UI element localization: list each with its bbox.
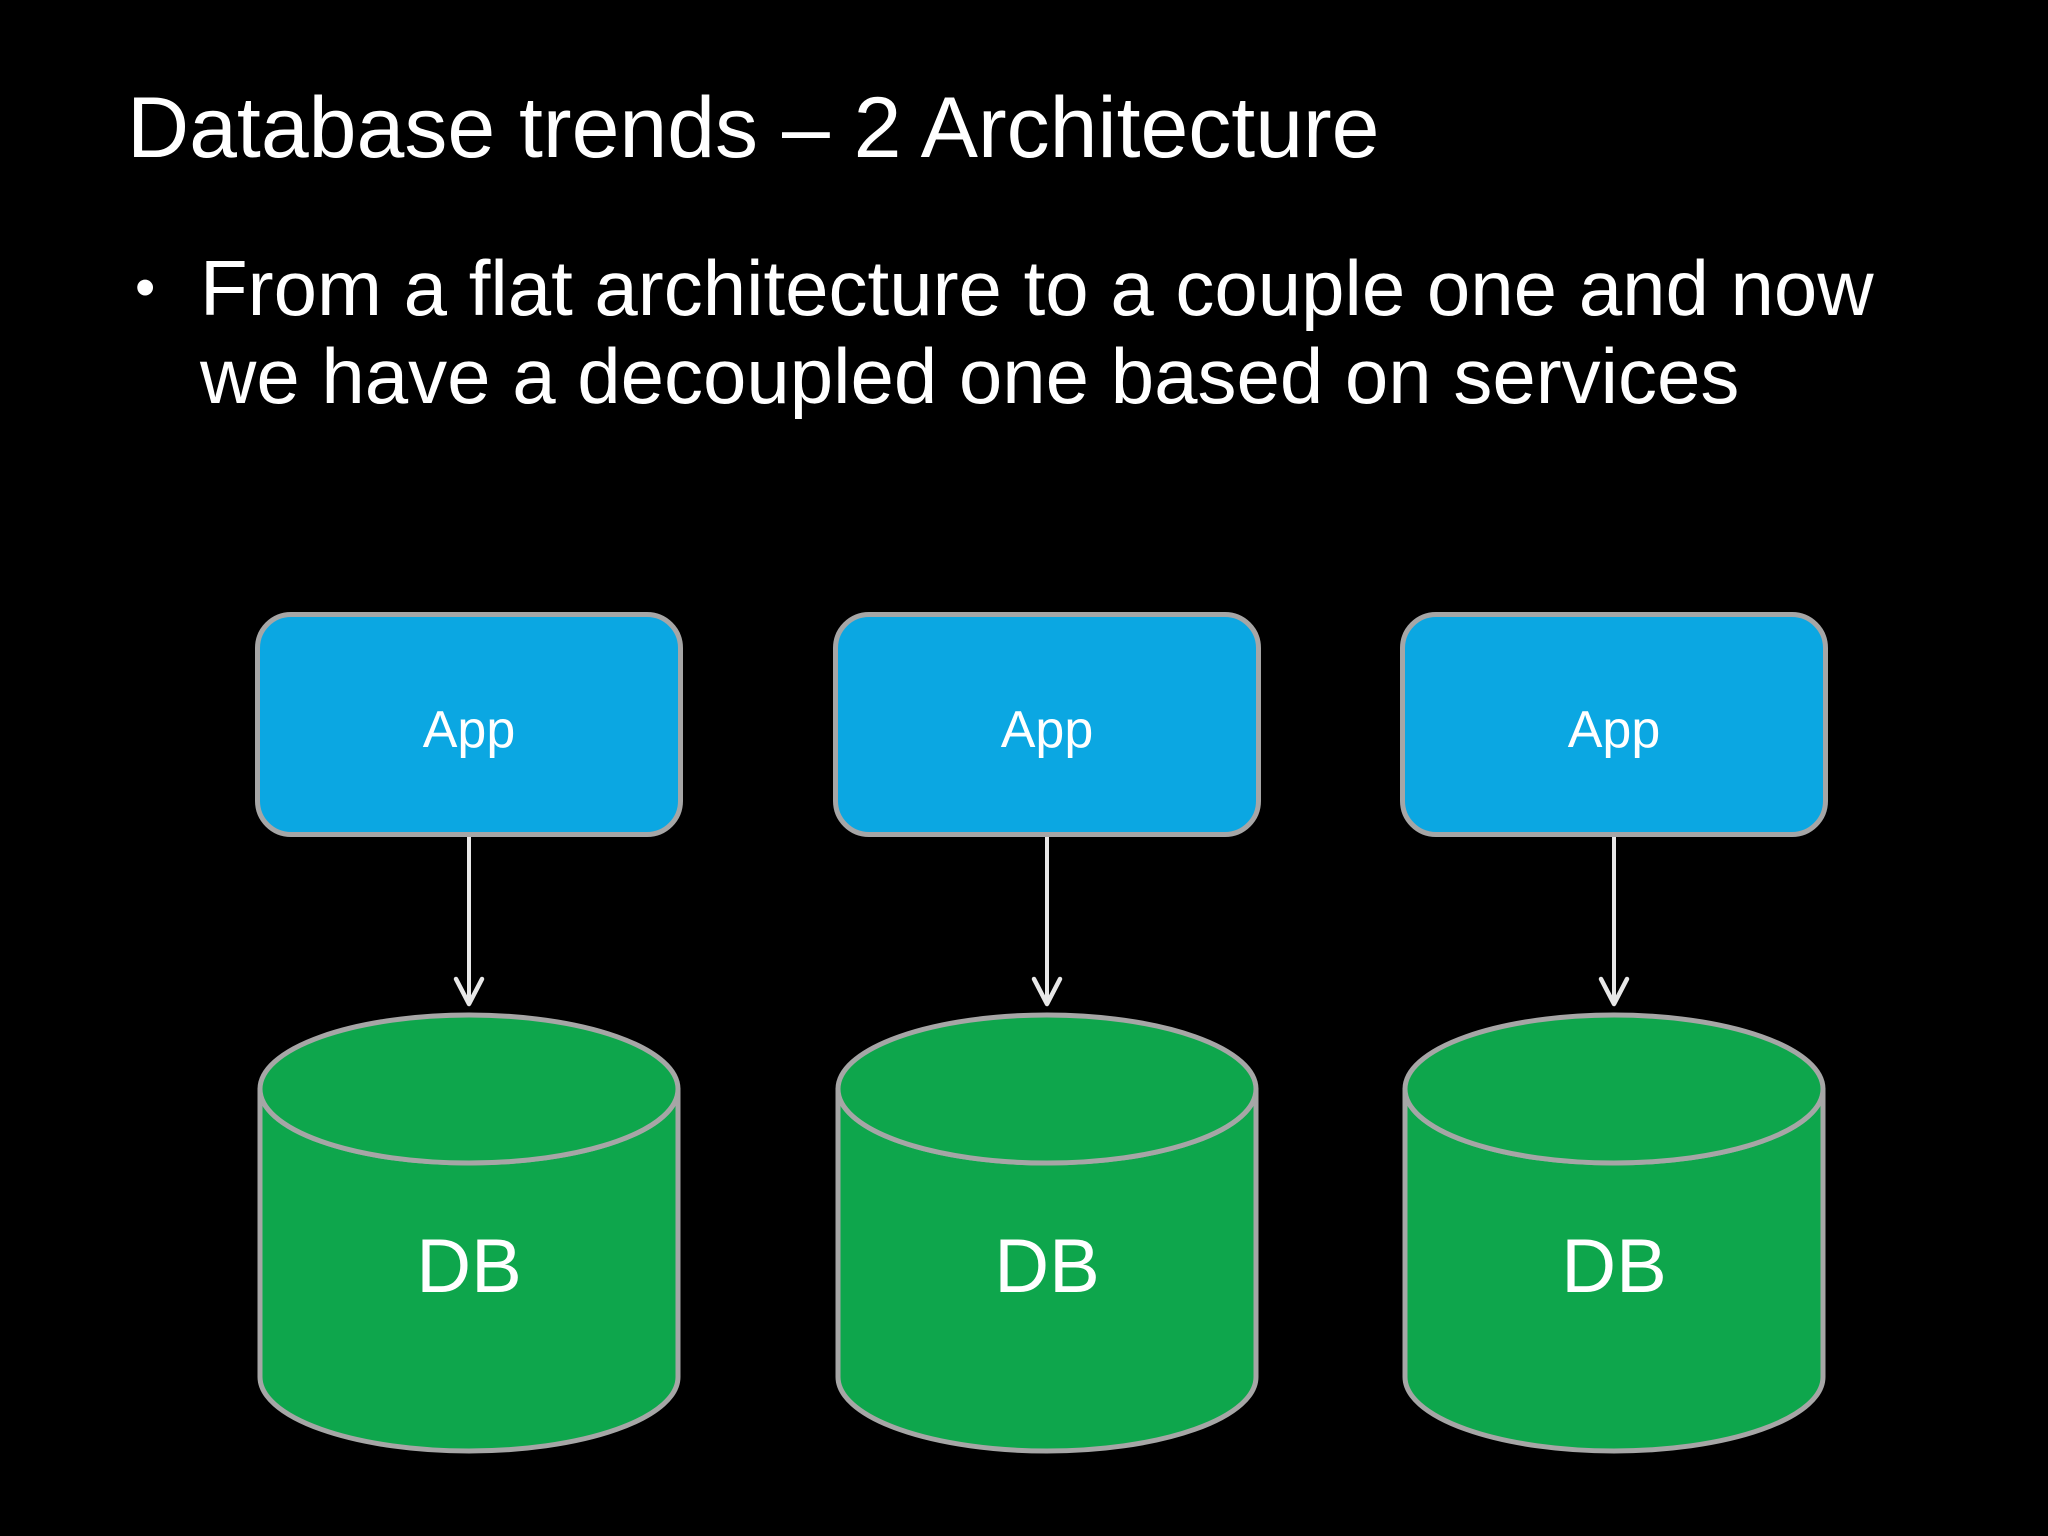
database-cylinder-icon: [257, 1012, 681, 1454]
down-arrow-icon: [453, 837, 485, 1007]
database-cylinder-icon: [1402, 1012, 1826, 1454]
app-label: App: [422, 700, 516, 759]
app-label: App: [1000, 700, 1094, 759]
architecture-diagram: App DB App: [0, 612, 2048, 1472]
app-db-column-1: App DB: [255, 612, 683, 1456]
down-arrow-icon: [1031, 837, 1063, 1007]
page-title: Database trends – 2 Architecture: [127, 80, 1380, 176]
app-label: App: [1567, 700, 1661, 759]
database-cylinder: DB: [833, 1011, 1261, 1456]
db-label: DB: [416, 1224, 522, 1309]
db-label: DB: [994, 1224, 1100, 1309]
app-box: App: [255, 612, 683, 837]
app-db-column-2: App DB: [833, 612, 1261, 1456]
db-label: DB: [1561, 1224, 1667, 1309]
database-cylinder: DB: [1400, 1011, 1828, 1456]
app-db-column-3: App DB: [1400, 612, 1828, 1456]
app-box: App: [833, 612, 1261, 837]
bullet-item: • From a flat architecture to a couple o…: [135, 244, 1965, 420]
bullet-marker: •: [135, 255, 156, 320]
bullet-line-1: From a flat architecture to a couple one…: [200, 244, 1874, 332]
bullet-text: From a flat architecture to a couple one…: [200, 244, 1874, 420]
database-cylinder-icon: [835, 1012, 1259, 1454]
bullet-line-2: we have a decoupled one based on service…: [200, 332, 1740, 420]
app-box: App: [1400, 612, 1828, 837]
down-arrow-icon: [1598, 837, 1630, 1007]
database-cylinder: DB: [255, 1011, 683, 1456]
